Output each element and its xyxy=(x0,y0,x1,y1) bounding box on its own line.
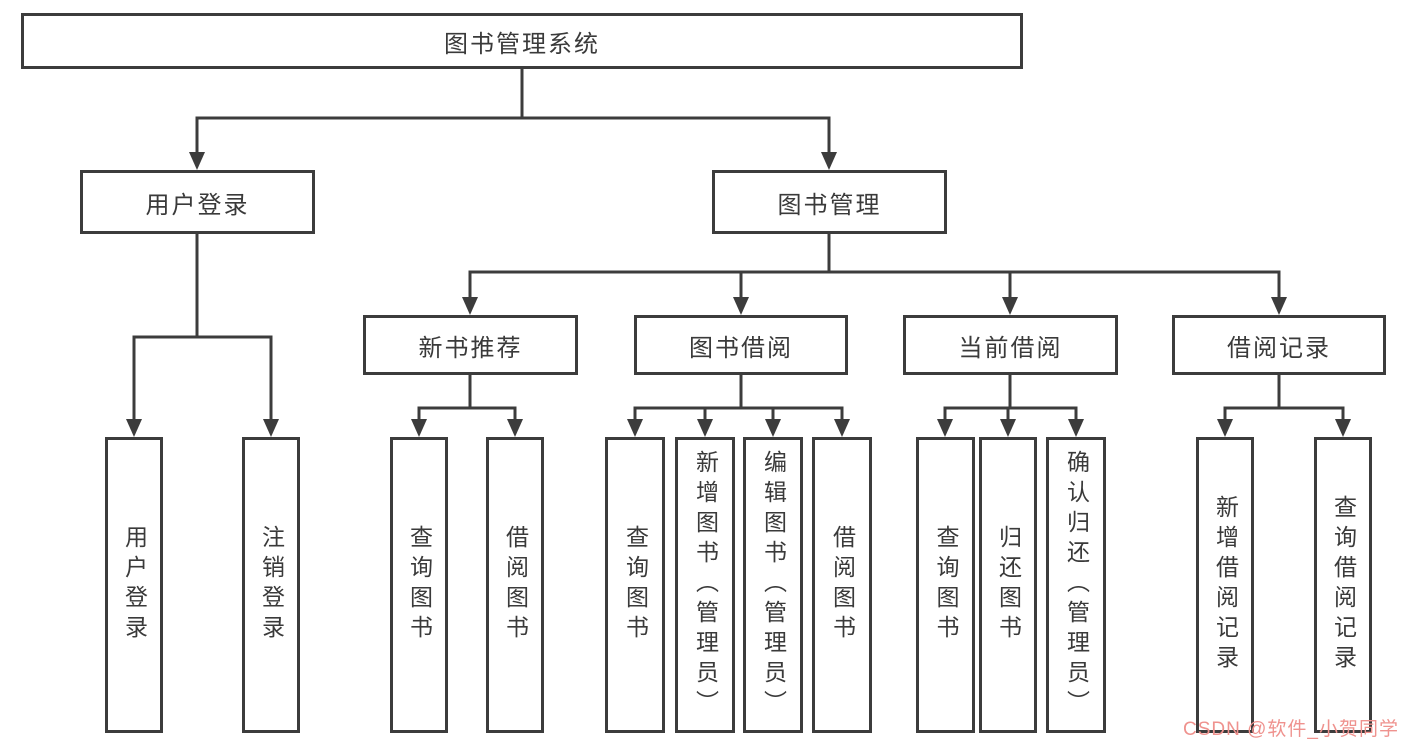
leaf-label: 注销登录 xyxy=(258,525,285,645)
node-user-login: 用户登录 xyxy=(80,170,315,234)
leaf-edit-books-admin: 编辑图书（管理员） xyxy=(743,437,803,733)
leaf-label: 用户登录 xyxy=(121,525,148,645)
leaf-label: 编辑图书（管理员） xyxy=(760,450,787,720)
node-new-book-recommend: 新书推荐 xyxy=(363,315,578,375)
node-book-borrowing: 图书借阅 xyxy=(634,315,848,375)
leaf-query-books-borrowing: 查询图书 xyxy=(605,437,665,733)
leaf-label: 新增借阅记录 xyxy=(1212,495,1239,675)
node-book-management: 图书管理 xyxy=(712,170,947,234)
leaf-borrow-books-recommend: 借阅图书 xyxy=(486,437,544,733)
leaf-add-borrow-record: 新增借阅记录 xyxy=(1196,437,1254,733)
leaf-query-borrow-record: 查询借阅记录 xyxy=(1314,437,1372,733)
leaf-return-books: 归还图书 xyxy=(979,437,1037,733)
leaf-label: 归还图书 xyxy=(995,525,1022,645)
leaf-query-books-current: 查询图书 xyxy=(916,437,975,733)
leaf-label: 新增图书（管理员） xyxy=(692,450,719,720)
leaf-label: 查询借阅记录 xyxy=(1330,495,1357,675)
leaf-confirm-return-admin: 确认归还（管理员） xyxy=(1046,437,1106,733)
leaf-label: 借阅图书 xyxy=(829,525,856,645)
leaf-query-books-recommend: 查询图书 xyxy=(390,437,448,733)
leaf-label: 查询图书 xyxy=(406,525,433,645)
leaf-borrow-books: 借阅图书 xyxy=(812,437,872,733)
root-node-library-system: 图书管理系统 xyxy=(21,13,1023,69)
leaf-user-login: 用户登录 xyxy=(105,437,163,733)
csdn-watermark: CSDN @软件_小贺同学 xyxy=(1183,719,1399,740)
leaf-label: 确认归还（管理员） xyxy=(1063,450,1090,720)
leaf-label: 查询图书 xyxy=(622,525,649,645)
leaf-label: 借阅图书 xyxy=(502,525,529,645)
leaf-add-books-admin: 新增图书（管理员） xyxy=(675,437,735,733)
leaf-logout: 注销登录 xyxy=(242,437,300,733)
leaf-label: 查询图书 xyxy=(933,525,959,645)
node-borrowing-records: 借阅记录 xyxy=(1172,315,1386,375)
node-current-borrowing: 当前借阅 xyxy=(903,315,1118,375)
